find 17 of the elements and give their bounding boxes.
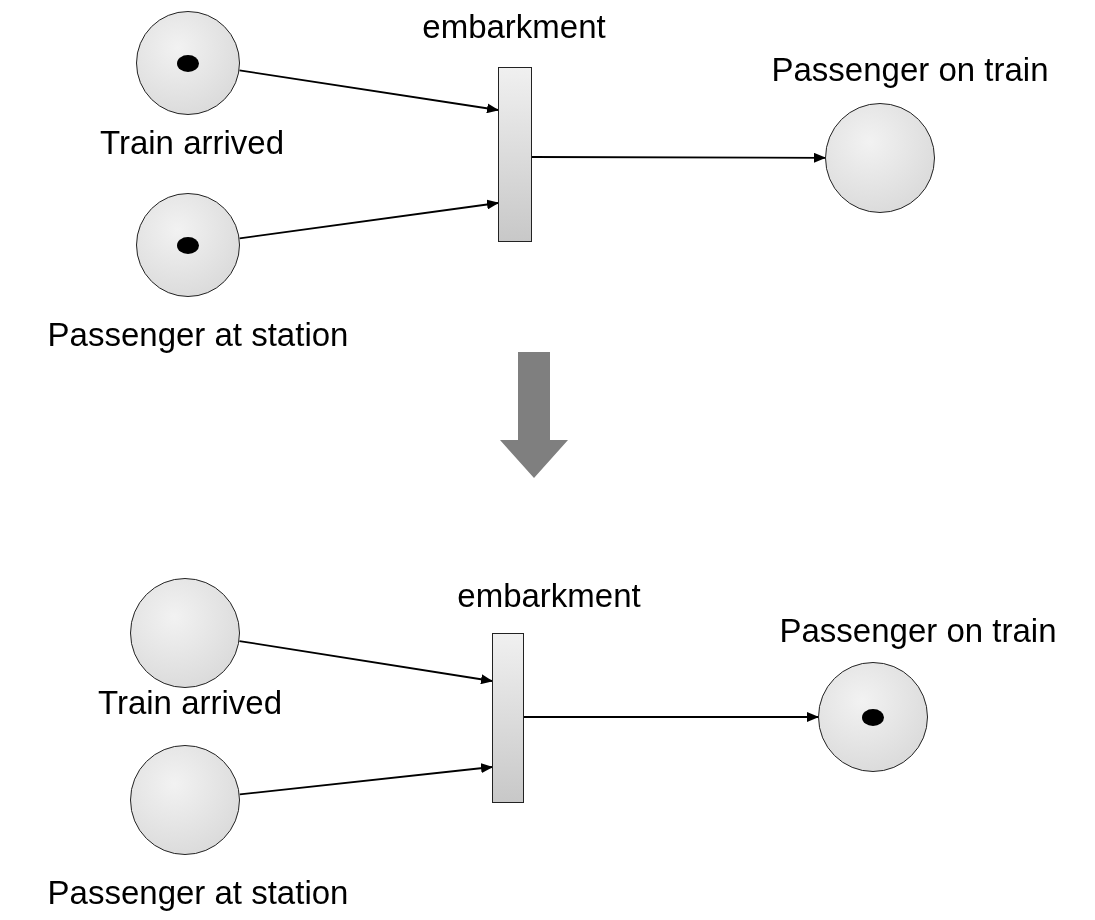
arc-arrow <box>238 199 499 240</box>
arc-arrow <box>523 712 819 722</box>
transition-label: embarkment <box>457 577 641 615</box>
arc-arrow <box>238 640 493 685</box>
place-label: Passenger on train <box>771 51 1049 89</box>
place-label: Train arrived <box>100 124 284 162</box>
transition-label: embarkment <box>422 8 606 46</box>
arc-arrow <box>531 152 826 163</box>
arc-arrow <box>238 69 499 114</box>
place-label: Passenger at station <box>47 874 349 912</box>
place-label: Passenger at station <box>47 316 349 354</box>
token-dot <box>177 54 199 72</box>
token-dot <box>177 236 199 254</box>
place-label: Train arrived <box>98 684 282 722</box>
place-label: Passenger on train <box>779 612 1057 650</box>
arc-arrow <box>238 763 493 796</box>
token-dot <box>862 708 884 726</box>
